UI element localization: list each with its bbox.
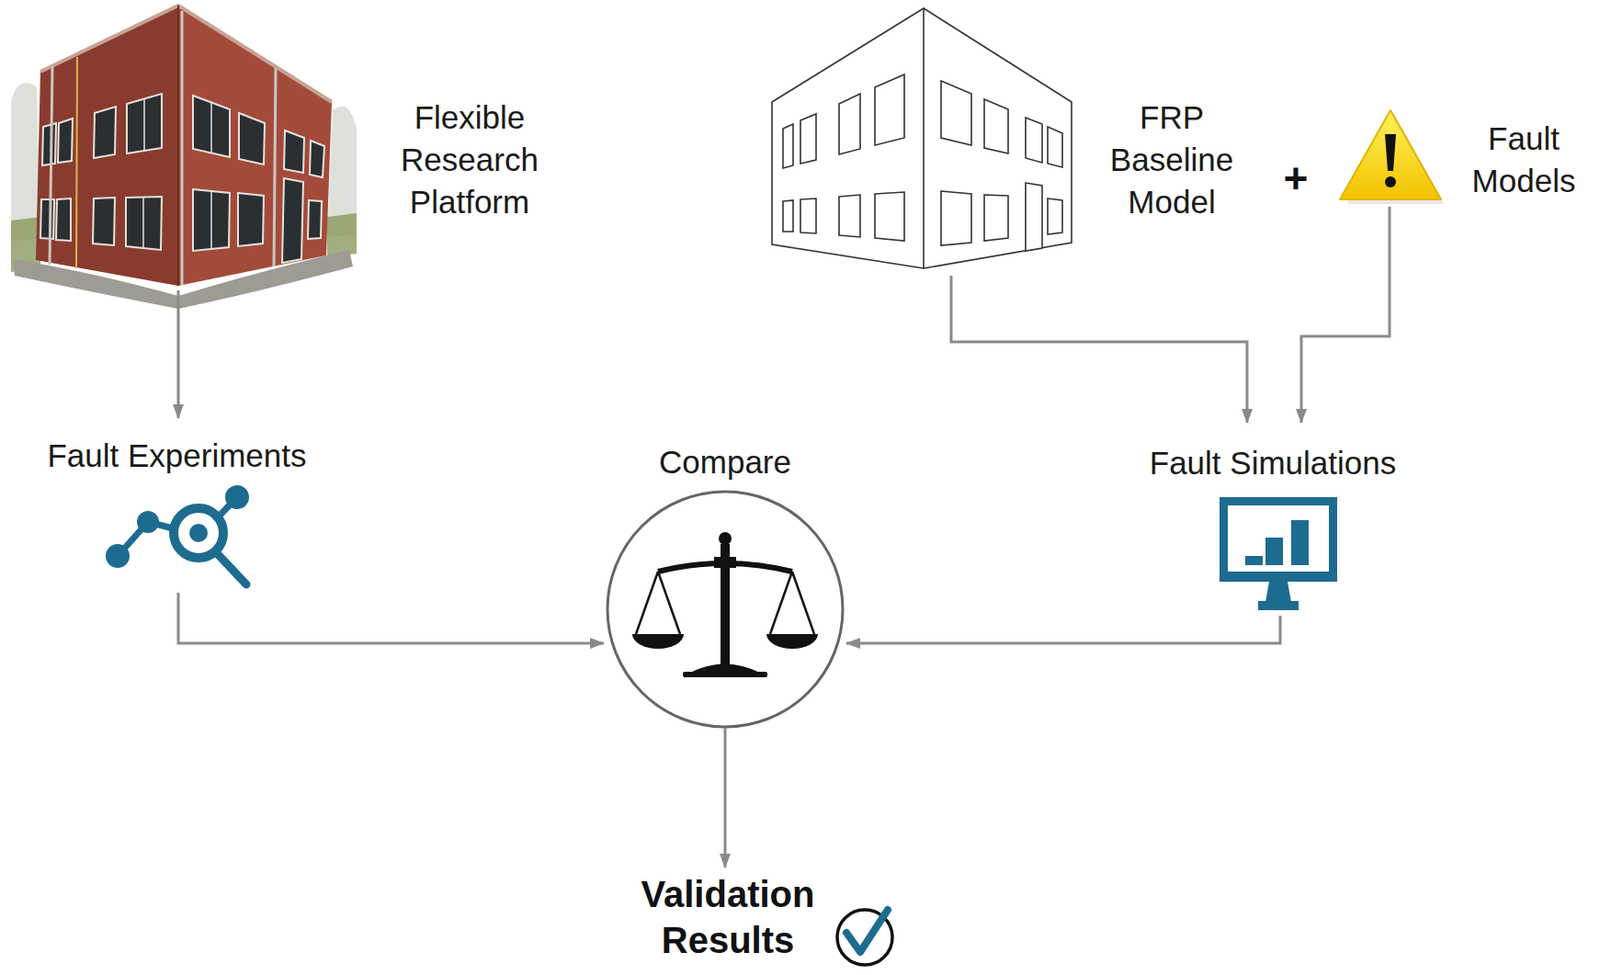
warning-icon <box>1339 110 1445 205</box>
fault-models-node: Fault Models <box>1332 91 1595 207</box>
monitor-icon <box>1219 497 1338 611</box>
building-model-drawing <box>771 8 1072 269</box>
node-label: Compare <box>607 442 843 482</box>
flow-arrow <box>178 592 604 644</box>
node-label: FRP Baseline Model <box>1089 96 1255 224</box>
platform-node: Flexible Research Platform <box>10 5 580 291</box>
flow-arrow <box>846 615 1281 644</box>
model-node: FRP Baseline Model <box>767 4 1259 276</box>
check-icon <box>837 909 893 965</box>
node-label: Fault Simulations <box>1121 443 1425 483</box>
flow-arrow <box>724 727 727 868</box>
flow-arrow <box>177 290 181 419</box>
simulations-node: Fault Simulations <box>1117 422 1429 616</box>
node-label: Fault Experiments <box>22 436 331 476</box>
experiments-node: Fault Experiments <box>19 418 335 593</box>
analysis-icon <box>105 485 250 585</box>
node-label: Flexible Research Platform <box>377 96 562 224</box>
flow-arrow <box>951 275 1248 423</box>
compare-node: Compare <box>603 441 847 728</box>
building-photo <box>11 5 357 309</box>
node-label: Validation Results <box>624 871 831 964</box>
scales-icon <box>607 491 843 727</box>
flow-arrow <box>1301 206 1390 423</box>
node-label: Fault Models <box>1459 117 1589 203</box>
results-node: Validation Results <box>621 867 901 971</box>
plus-sign: + <box>1273 152 1318 205</box>
